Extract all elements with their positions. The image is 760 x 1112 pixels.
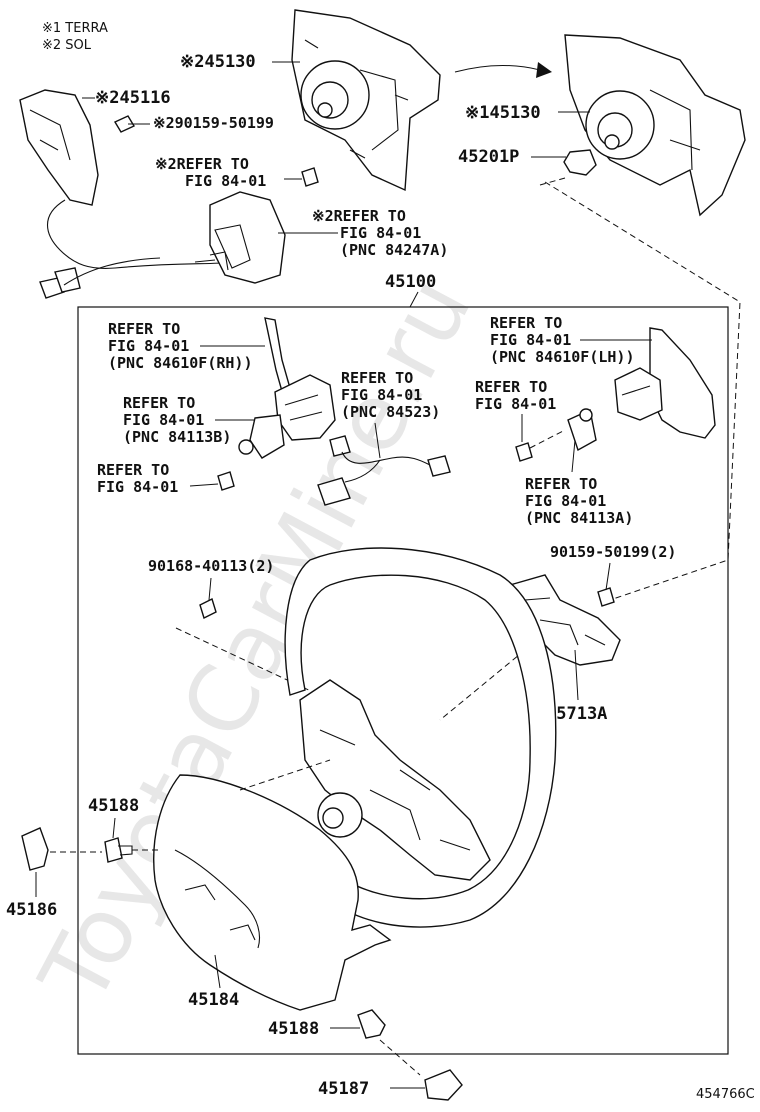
- clip-45188-top-icon: [104, 837, 133, 863]
- label-refer-lh-line2: FIG 84-01: [490, 331, 571, 349]
- label-refer-bolt-left-line2: FIG 84-01: [97, 478, 178, 496]
- cap-45187-icon: [424, 1069, 463, 1101]
- label-refer-84523-line3: (PNC 84523): [341, 403, 440, 421]
- column-cover-45184-drawing: [153, 774, 392, 1011]
- airbag-45130-terra-drawing: [564, 34, 746, 217]
- bolt-90159-right-icon: [597, 587, 615, 607]
- label-45188-bottom: 45188: [268, 1019, 319, 1039]
- label-refer-sol-2-line3: (PNC 84247A): [340, 241, 448, 259]
- switch-84247a-drawing: [194, 191, 286, 284]
- label-refer-sol-2-line2: FIG 84-01: [340, 224, 421, 242]
- label-45188-top: 45188: [88, 796, 139, 816]
- label-45130-sol: ※245130: [180, 52, 256, 72]
- label-refer-bolt-left-line1: REFER TO: [97, 461, 169, 479]
- label-refer-rh-line3: (PNC 84610F(RH)): [108, 354, 253, 372]
- arrow-right-icon: [454, 65, 541, 73]
- screw-small-icon: [284, 167, 319, 187]
- cover-45116-drawing: [19, 89, 231, 299]
- label-45713a: 45713A: [546, 704, 607, 724]
- label-90159-top: ※290159-50199: [153, 114, 274, 132]
- label-refer-bolt-right-line1: REFER TO: [475, 378, 547, 396]
- label-refer-84113a-line3: (PNC 84113A): [525, 509, 633, 527]
- label-refer-84113b-line2: FIG 84-01: [123, 411, 204, 429]
- label-90168: 90168-40113(2): [148, 557, 274, 575]
- paddle-rh-84610f-drawing: [264, 317, 336, 441]
- label-refer-sol-2-line1: ※2REFER TO: [312, 207, 406, 225]
- label-45116: ※245116: [95, 88, 171, 108]
- label-refer-84113a-line2: FIG 84-01: [525, 492, 606, 510]
- label-90159-right: 90159-50199(2): [550, 543, 676, 561]
- label-refer-84113b-line1: REFER TO: [123, 394, 195, 412]
- label-45201p: 45201P: [458, 147, 519, 167]
- legend-note-terra: ※1 TERRA: [42, 21, 108, 36]
- bolt-right-icon: [515, 442, 533, 462]
- legend-note-sol: ※2 SOL: [42, 38, 92, 53]
- label-refer-rh-line2: FIG 84-01: [108, 337, 189, 355]
- figure-id: 454766C: [696, 1087, 755, 1102]
- label-refer-84523-line2: FIG 84-01: [341, 386, 422, 404]
- label-refer-84113a-line1: REFER TO: [525, 475, 597, 493]
- wire-harness-84523-drawing: [317, 435, 451, 506]
- airbag-45130-sol-drawing: [291, 9, 441, 192]
- label-refer-bolt-right-line2: FIG 84-01: [475, 395, 556, 413]
- bolt-90159-top-icon: [113, 115, 150, 133]
- bracket-45713a-drawing: [509, 574, 621, 666]
- steering-wheel-drawing: [284, 547, 557, 928]
- label-refer-sol-1-line1: ※2REFER TO: [155, 155, 249, 173]
- paddle-lh-84610f-drawing: [614, 327, 716, 439]
- assembly-45100-box: [77, 306, 729, 1055]
- bolt-90168-icon: [199, 598, 217, 619]
- cap-45186-icon: [21, 827, 49, 871]
- label-refer-lh-line3: (PNC 84610F(LH)): [490, 348, 635, 366]
- label-refer-84113b-line3: (PNC 84113B): [123, 428, 231, 446]
- screw-45188-bottom-icon: [357, 1009, 386, 1039]
- bracket-84113b-drawing: [238, 414, 285, 459]
- bracket-84113a-drawing: [567, 408, 597, 452]
- nut-45201p-icon: [563, 149, 597, 176]
- label-45184: 45184: [188, 990, 239, 1010]
- label-45100: 45100: [385, 272, 436, 292]
- label-refer-rh-line1: REFER TO: [108, 320, 180, 338]
- label-refer-84523-line1: REFER TO: [341, 369, 413, 387]
- label-refer-sol-1-line2: FIG 84-01: [185, 172, 266, 190]
- label-refer-lh-line1: REFER TO: [490, 314, 562, 332]
- label-45186: 45186: [6, 900, 57, 920]
- bolt-left-icon: [217, 471, 235, 491]
- label-45187: 45187: [318, 1079, 369, 1099]
- label-45130-terra: ※145130: [465, 103, 541, 123]
